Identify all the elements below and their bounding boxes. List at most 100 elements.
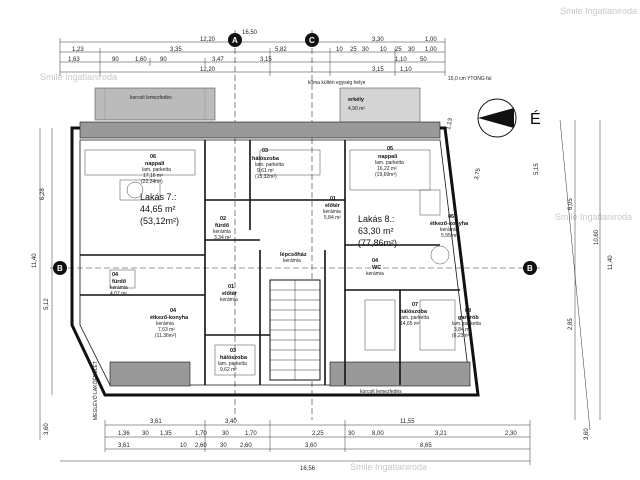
svg-text:lam. parketta: lam. parketta	[400, 315, 429, 321]
svg-text:3,34 m²: 3,34 m²	[214, 235, 231, 241]
dim-bottom: 8,00	[372, 431, 384, 437]
svg-text:lam. parketta: lam. parketta	[142, 167, 171, 173]
dim-bottom: 3,40	[225, 419, 237, 425]
dim-right: 2,85	[568, 318, 574, 330]
svg-text:lam. parketta: lam. parketta	[375, 160, 404, 166]
dim-top: 1,10	[400, 67, 412, 73]
watermark: Smile Ingatlaniroda	[350, 462, 427, 472]
dim-top: 12,20	[200, 67, 216, 73]
room-label: 03 hálószoba lam. parketta 9,62 m²	[218, 348, 248, 373]
svg-text:04: 04	[112, 272, 119, 278]
dim-right: 3,60	[584, 428, 590, 440]
apartment-8-label: Lakás 8.: 63,30 m² (77,86m²)	[358, 214, 397, 248]
svg-text:hálószoba: hálószoba	[252, 156, 280, 162]
dim-top: 5,82	[275, 47, 287, 53]
furniture	[84, 149, 456, 376]
svg-text:kerámia: kerámia	[323, 209, 341, 215]
dim-top: 3,15	[372, 67, 384, 73]
svg-text:14,65 m²: 14,65 m²	[400, 321, 420, 327]
svg-text:hálószoba: hálószoba	[220, 355, 248, 361]
watermark: Smile Ingatlaniroda	[555, 212, 632, 222]
svg-text:kerámia: kerámia	[156, 321, 174, 327]
dim-bottom: 1,36	[118, 431, 130, 437]
dim-bottom: 3,61	[118, 443, 130, 449]
axis-label: B	[57, 264, 63, 273]
apartment-gross: (53,12m²)	[140, 216, 179, 226]
note: klíma kültéri egység helye	[308, 80, 366, 86]
dim-right: 1,13	[446, 117, 454, 130]
axis-a-marker: A	[228, 30, 242, 420]
note: korcolt lemezfedés	[130, 95, 172, 101]
svg-text:előtér: előtér	[325, 203, 341, 209]
dim-left: 5,12	[44, 298, 50, 310]
svg-text:5,95 m²: 5,95 m²	[441, 233, 458, 239]
svg-text:lam. parketta: lam. parketta	[218, 361, 247, 367]
dim-bottom: 11,55	[400, 419, 415, 425]
apartment-area: 44,65 m²	[140, 204, 176, 214]
dim-bottom: 10	[180, 443, 187, 449]
north-arrow-icon: É	[477, 98, 541, 138]
building-outline	[70, 121, 480, 397]
svg-text:kerámia: kerámia	[440, 227, 458, 233]
dim-top: 3,47	[212, 57, 224, 63]
svg-text:07: 07	[412, 302, 418, 308]
svg-text:WC: WC	[372, 265, 381, 271]
staircase	[269, 279, 321, 381]
dim-bottom: 2,25	[312, 431, 324, 437]
dim-top: 3,15	[260, 57, 272, 63]
svg-text:5,84 m²: 5,84 m²	[324, 215, 341, 221]
svg-text:lam. parketta: lam. parketta	[255, 162, 284, 168]
dim-top: 1,63	[68, 57, 80, 63]
dim-bottom: 1,70	[195, 431, 207, 437]
room-label: 04 étkező-konyha kerámia 7,63 m² (11,36m…	[150, 308, 189, 339]
room-label: 06 étkező-konyha kerámia 5,95 m²	[430, 214, 469, 239]
svg-text:02: 02	[220, 216, 226, 222]
dim-right: 3,75	[474, 167, 482, 180]
svg-text:01: 01	[228, 284, 234, 290]
top-dimensions	[59, 38, 446, 76]
dim-top: 1,00	[425, 37, 437, 43]
svg-text:05: 05	[387, 146, 393, 152]
svg-text:03: 03	[262, 148, 268, 154]
apartment-area: 63,30 m²	[358, 226, 394, 236]
room-label: 04 fürdő kerámia 4,07 m²	[110, 272, 128, 297]
dim-top: 90	[112, 57, 119, 63]
dim-right: 10,60	[594, 229, 600, 245]
room-label: 02 fürdő kerámia 3,34 m²	[213, 216, 231, 241]
room-label: 01 előtér kerámia 5,84 m²	[323, 196, 341, 221]
svg-text:nappali: nappali	[145, 161, 165, 167]
dim-bottom: 3,61	[150, 419, 162, 425]
dim-right: 11,40	[608, 255, 614, 270]
svg-text:lépcsőház: lépcsőház	[280, 252, 307, 258]
dim-left: 11,40	[32, 253, 38, 268]
dim-top: 10	[380, 47, 387, 53]
note: 15,0 cm YTONG fal	[448, 76, 491, 82]
dim-top: 1,10	[395, 57, 407, 63]
svg-text:étkező-konyha: étkező-konyha	[150, 315, 189, 321]
axis-label: C	[309, 36, 315, 45]
terrace-top: korcolt lemezfedés	[94, 87, 216, 121]
svg-text:fürdő: fürdő	[112, 279, 127, 285]
dim-bottom: 2,30	[505, 431, 517, 437]
svg-text:04: 04	[170, 308, 177, 314]
svg-text:17,16 m²: 17,16 m²	[143, 173, 163, 179]
dim-top: 1,00	[425, 47, 437, 53]
svg-text:étkező-konyha: étkező-konyha	[430, 221, 469, 227]
dim-top: 1,23	[72, 47, 84, 53]
svg-text:fürdő: fürdő	[215, 223, 230, 229]
apartment-name: Lakás 7.:	[140, 192, 177, 202]
room-area: 4,90 m²	[348, 106, 365, 112]
balcony: erkély 4,90 m²	[339, 87, 421, 127]
svg-text:9,62 m²: 9,62 m²	[220, 367, 237, 373]
svg-text:lam. parketta: lam. parketta	[452, 321, 481, 327]
svg-text:7,63 m²: 7,63 m²	[158, 327, 175, 333]
svg-text:9,61 m²: 9,61 m²	[257, 168, 274, 174]
axis-label: B	[527, 264, 533, 273]
dim-top: 25	[395, 47, 402, 53]
svg-text:08: 08	[465, 308, 471, 314]
dim-left: 3,60	[44, 423, 50, 435]
dim-top: 90	[160, 57, 167, 63]
axis-b-line: B B	[50, 261, 540, 275]
svg-text:03: 03	[230, 348, 236, 354]
